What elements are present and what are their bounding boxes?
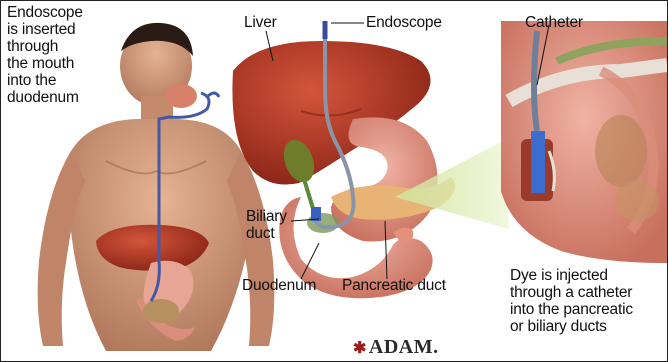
adam-logo: ✱ADAM. — [353, 336, 439, 359]
biliary-duct-label: Biliary duct — [246, 208, 287, 242]
magnified-inset — [501, 21, 667, 263]
endoscope-label: Endoscope — [366, 14, 442, 31]
pancreatic-duct-label: Pancreatic duct — [342, 277, 446, 294]
dye-injection-label: Dye is injected through a catheter into … — [510, 267, 633, 335]
liver-label: Liver — [244, 14, 277, 31]
duodenum-label: Duodenum — [242, 277, 316, 294]
star-icon: ✱ — [353, 340, 367, 357]
catheter-label: Catheter — [525, 14, 583, 31]
endoscope-insertion-label: Endoscope is inserted through the mouth … — [7, 4, 83, 106]
